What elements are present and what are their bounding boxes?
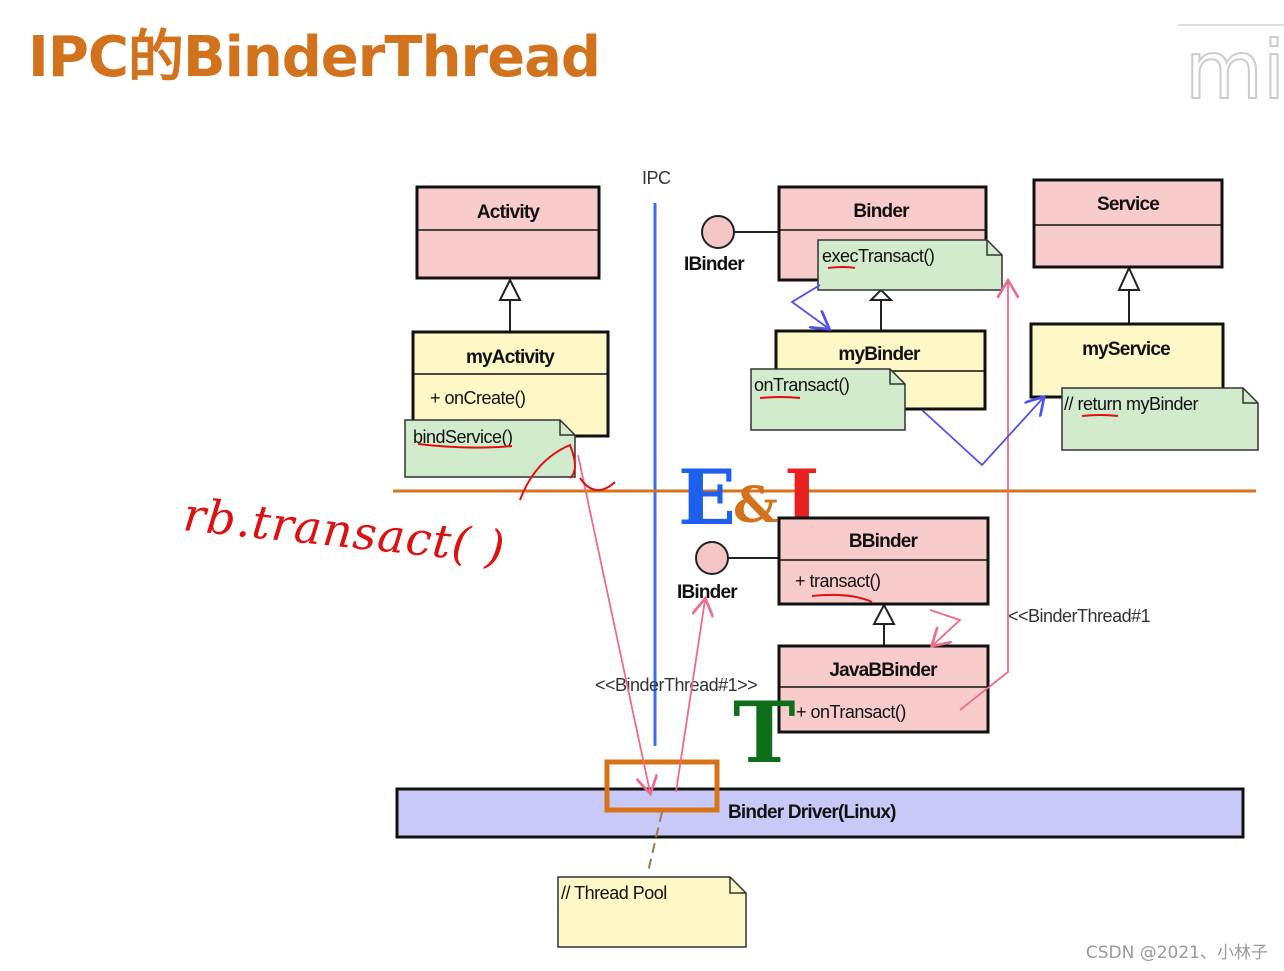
- binder-driver[interactable]: Binder Driver(Linux): [395, 787, 1245, 839]
- svg-text:// return myBinder: // return myBinder: [1064, 394, 1199, 414]
- slide-title: IPC的BinderThread: [28, 25, 600, 90]
- ibinder-label: IBinder: [684, 254, 745, 275]
- svg-text:Service: Service: [1097, 194, 1159, 215]
- handwritten-transact-note: rb.transact( ): [181, 487, 508, 575]
- svg-text:+ transact(): + transact(): [795, 571, 881, 591]
- svg-text:bindService(): bindService(): [413, 427, 513, 447]
- thread-pool-highlight: [604, 759, 720, 813]
- class-service[interactable]: Service: [1032, 178, 1224, 269]
- svg-text:+ onTransact(): + onTransact(): [796, 702, 906, 722]
- ibinder-interface-icon: [695, 541, 729, 575]
- class-my-activity[interactable]: myActivity + onCreate(): [411, 330, 610, 438]
- svg-text:+ onCreate(): + onCreate(): [430, 388, 526, 408]
- note-on-transact: onTransact(): [750, 368, 906, 431]
- svg-text:// Thread Pool: // Thread Pool: [561, 883, 667, 903]
- mi-logo: mi: [1178, 23, 1284, 118]
- dispatch-arrows: [790, 284, 1043, 467]
- svg-text:myService: myService: [1082, 339, 1170, 360]
- note-exec-transact: execTransact(): [817, 239, 1003, 291]
- class-bbinder[interactable]: BBinder + transact(): [777, 516, 990, 606]
- watermark: CSDN @2021、小林子: [1086, 943, 1268, 963]
- svg-text:E: E: [678, 453, 736, 542]
- class-java-bbinder[interactable]: JavaBBinder + onTransact(): [777, 644, 990, 734]
- svg-text:&: &: [733, 475, 778, 534]
- binder-thread-label-left: <<BinderThread#1>>: [595, 675, 757, 695]
- svg-text:myBinder: myBinder: [838, 344, 921, 365]
- note-thread-pool: // Thread Pool: [557, 876, 747, 948]
- svg-text:myActivity: myActivity: [466, 347, 555, 368]
- svg-text:Activity: Activity: [477, 202, 540, 223]
- note-anchor-line: [647, 811, 663, 873]
- svg-text:onTransact(): onTransact(): [754, 375, 849, 395]
- inheritance-arrows: [498, 231, 1141, 646]
- ei-logo: E & I: [678, 453, 820, 542]
- t-logo: T: [733, 683, 796, 782]
- svg-text:BBinder: BBinder: [849, 531, 919, 552]
- binder-thread-label-right: <<BinderThread#1: [1008, 606, 1151, 626]
- note-return-my-binder: // return myBinder: [1061, 387, 1259, 451]
- svg-text:Binder: Binder: [853, 201, 910, 222]
- svg-text:execTransact(): execTransact(): [822, 246, 934, 266]
- note-bind-service: bindService(): [404, 419, 576, 478]
- ibinder-interface-icon: [701, 215, 735, 249]
- class-my-service[interactable]: myService: [1029, 322, 1225, 399]
- svg-text:Binder Driver(Linux): Binder Driver(Linux): [728, 802, 896, 823]
- class-activity[interactable]: Activity: [415, 185, 601, 280]
- call-flow-arrows: [577, 282, 1008, 792]
- svg-text:JavaBBinder: JavaBBinder: [829, 660, 938, 681]
- ibinder-label: IBinder: [677, 582, 738, 603]
- svg-text:mi: mi: [1185, 24, 1284, 117]
- ipc-label: IPC: [642, 168, 671, 188]
- handwritten-annotations: [417, 266, 1119, 603]
